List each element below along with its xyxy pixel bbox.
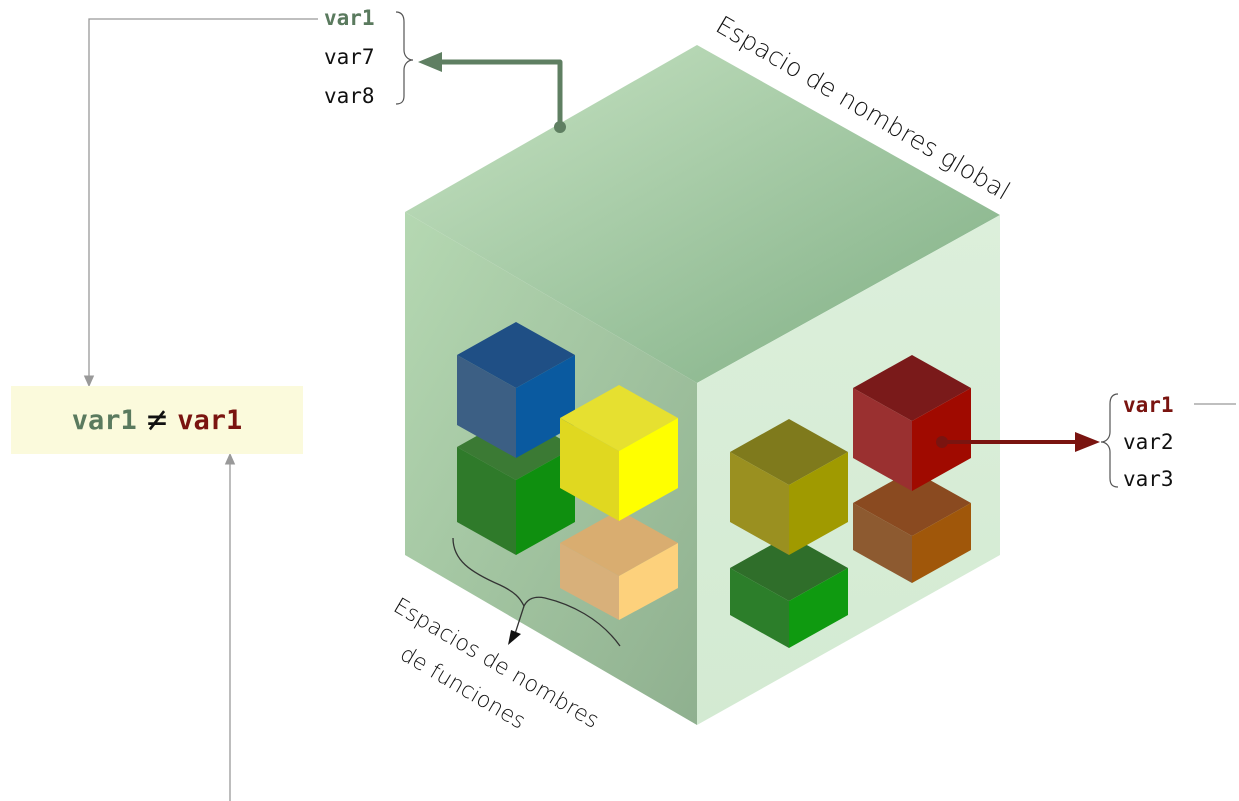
local-variable-list: var1 var2 var3: [1100, 393, 1236, 491]
global-variable-list: var1 var7 var8: [324, 6, 414, 108]
local-var-3: var3: [1123, 467, 1174, 491]
comparison-left: var1: [71, 404, 137, 436]
global-list-brace: [395, 11, 414, 105]
cube-top-face: [405, 45, 1000, 383]
function-cube-blue: [457, 322, 575, 458]
local-list-brace: [1100, 393, 1119, 488]
global-pointer-arrowhead: [418, 52, 442, 72]
global-var-8: var8: [324, 84, 375, 108]
global-pointer-dot: [554, 121, 566, 133]
comparison-right: var1: [177, 404, 243, 436]
global-var-1: var1: [324, 6, 375, 30]
local-pointer-arrowhead: [1075, 432, 1100, 452]
not-equal-symbol: ≠: [146, 400, 168, 440]
function-namespaces-brace: [452, 537, 621, 647]
global-var-7: var7: [324, 45, 375, 69]
function-cube-yellow: [560, 385, 678, 521]
function-cube-olive: [730, 419, 848, 555]
local-var-2: var2: [1123, 430, 1174, 454]
function-cube-green-right: [730, 535, 848, 648]
global-pointer-arrow: [440, 59, 563, 127]
global-link-line: [83, 18, 318, 388]
comparison-box: var1 ≠ var1: [11, 386, 303, 454]
function-cube-peach: [560, 510, 678, 620]
function-cube-orange: [853, 470, 971, 583]
local-var-1: var1: [1123, 393, 1174, 417]
local-pointer-dot: [936, 436, 948, 448]
brace-pointer-arrowhead: [508, 630, 521, 645]
